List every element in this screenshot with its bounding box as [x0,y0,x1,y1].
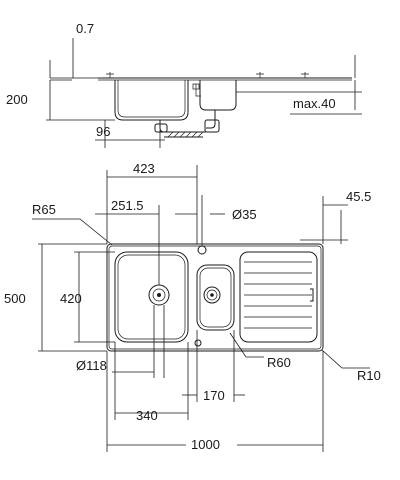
side-view: 0.7 200 96 max.40 [6,21,362,148]
tap-hole-label: Ø35 [232,207,257,222]
flange-thickness-label: 0.7 [76,21,94,36]
bowl-depth-top-label: 420 [60,291,82,306]
small-bowl-center-label: 251.5 [111,198,144,213]
top-view: 423 R65 251.5 Ø35 45.5 500 420 Ø118 [4,161,381,452]
small-bowl-width-label: 170 [203,388,225,403]
drain-offset-label: 96 [96,124,110,139]
edge-distance-label: 45.5 [346,189,371,204]
corner-radius-outer-label: R65 [32,202,56,217]
overall-depth-label: 500 [4,291,26,306]
overall-width-label: 1000 [191,437,220,452]
drain-diameter-label: Ø118 [76,358,107,373]
max-depth-label: max.40 [293,96,336,111]
bowl-center-label: 423 [133,161,155,176]
main-bowl-width-label: 340 [136,408,158,423]
small-bowl-radius-label: R60 [267,355,291,370]
corner-radius-label: R10 [357,368,381,383]
bowl-depth-label: 200 [6,92,28,107]
